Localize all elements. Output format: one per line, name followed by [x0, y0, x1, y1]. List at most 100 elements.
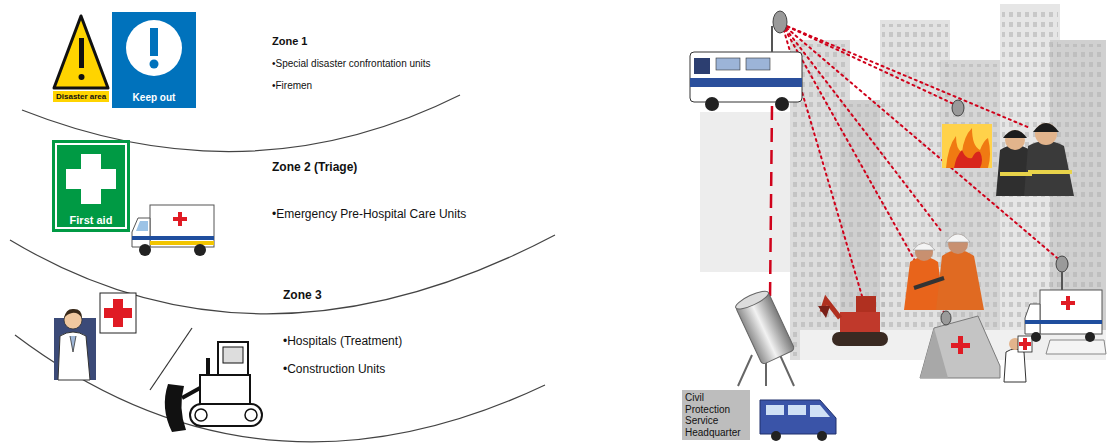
zone-heading: Zone 3 — [283, 288, 322, 302]
command-truck — [690, 52, 802, 102]
bulldozer-icon — [218, 342, 248, 375]
field-ambulance — [1040, 290, 1102, 334]
zone-item: •Special disaster confrontation units — [272, 58, 431, 69]
command-truck — [690, 78, 802, 87]
bulldozer-icon — [182, 388, 200, 398]
sign-text: Keep out — [133, 92, 176, 104]
zone-arc — [10, 235, 555, 314]
ambulance-icon — [132, 218, 150, 247]
ambulance-icon — [139, 244, 151, 256]
hq-van — [766, 405, 784, 415]
field-tent — [1004, 349, 1026, 382]
bulldozer-icon — [195, 409, 207, 421]
warning-sign — [54, 16, 108, 88]
field-ambulance — [1025, 320, 1102, 324]
ambulance-icon — [150, 241, 214, 245]
field-tent — [951, 343, 970, 348]
command-truck — [746, 58, 770, 70]
field-ambulance — [1025, 256, 1106, 354]
hq-van — [788, 405, 806, 415]
divider-line — [150, 328, 192, 390]
keep-out-sign-graphic — [150, 60, 159, 69]
rescuers — [914, 278, 944, 288]
firemen — [1000, 172, 1032, 176]
field-tent — [941, 311, 951, 325]
command-truck — [775, 97, 789, 111]
zone-item: •Hospitals (Treatment) — [283, 334, 402, 348]
satellite-dish — [734, 288, 771, 312]
ambulance-icon — [132, 236, 214, 240]
sign-text: First aid — [70, 214, 113, 227]
hq-van — [810, 405, 830, 417]
command-truck — [705, 97, 719, 111]
field-ambulance — [1056, 256, 1068, 272]
bulldozer-icon — [165, 342, 262, 432]
bulldozer-icon — [245, 409, 257, 421]
rescuers — [904, 234, 984, 310]
zone-heading: Zone 2 (Triage) — [272, 160, 357, 174]
disaster-area-sign: Disaster area — [53, 91, 109, 102]
command-truck — [694, 58, 710, 74]
doctor-icon — [104, 308, 132, 318]
keep-out-sign-graphic — [150, 28, 158, 56]
warning-sign — [79, 74, 85, 80]
firemen — [1033, 123, 1059, 132]
excavator — [840, 312, 880, 332]
first-aid-sign-graphic — [66, 169, 116, 189]
city-buildings — [940, 60, 1000, 360]
keep-out-sign: Keep out — [112, 12, 196, 108]
excavator — [856, 296, 876, 312]
field-tent — [1019, 342, 1031, 346]
warning-sign — [54, 16, 108, 88]
radio-link — [782, 24, 958, 106]
field-ambulance — [1061, 272, 1063, 290]
hq-van — [817, 431, 827, 441]
bulldozer-icon — [206, 358, 210, 375]
fire — [952, 100, 964, 116]
keep-out-sign-graphic — [126, 20, 182, 76]
first-aid-sign-graphic — [56, 144, 126, 228]
field-ambulance — [1046, 340, 1106, 354]
bulldozer-icon — [165, 384, 186, 432]
radio-link — [782, 24, 942, 232]
field-ambulance — [1025, 304, 1040, 334]
zone-item: •Emergency Pre-Hospital Care Units — [272, 207, 466, 221]
city-buildings — [942, 64, 998, 356]
first-aid-sign: First aid — [52, 140, 130, 232]
city-buildings — [700, 112, 795, 272]
zone-arc — [10, 95, 555, 442]
doctor-icon — [70, 336, 76, 352]
hq-van — [771, 431, 781, 441]
zone-item: •Construction Units — [283, 362, 385, 376]
doctor-icon — [100, 293, 136, 333]
excavator — [832, 332, 888, 346]
command-truck — [773, 11, 787, 33]
rescuers — [946, 234, 970, 242]
doctor-icon — [64, 309, 82, 318]
rescuers — [913, 243, 935, 250]
command-truck — [771, 26, 773, 52]
command-truck — [690, 11, 802, 111]
satellite-dish — [734, 288, 795, 365]
command-truck — [716, 58, 740, 70]
field-tent — [920, 328, 948, 378]
field-ambulance — [1031, 332, 1041, 342]
bulldozer-icon — [223, 347, 243, 363]
ambulance-icon — [150, 205, 214, 247]
radio-link — [782, 24, 1062, 316]
hq-label: Civil Protection Service Headquarter — [682, 390, 750, 440]
hq-van — [760, 400, 836, 441]
zone-heading: Zone 1 — [272, 35, 307, 47]
radio-link — [782, 24, 1062, 262]
radio-link — [782, 24, 1030, 128]
field-ambulance — [1061, 301, 1075, 305]
ambulance-icon — [173, 217, 187, 221]
field-tent — [920, 316, 1000, 378]
excavator — [818, 306, 830, 318]
firemen — [1024, 141, 1074, 196]
doctor-icon — [54, 293, 136, 380]
satellite-dish — [734, 288, 795, 386]
warning-sign — [79, 38, 84, 68]
bulldozer-icon — [190, 404, 262, 426]
